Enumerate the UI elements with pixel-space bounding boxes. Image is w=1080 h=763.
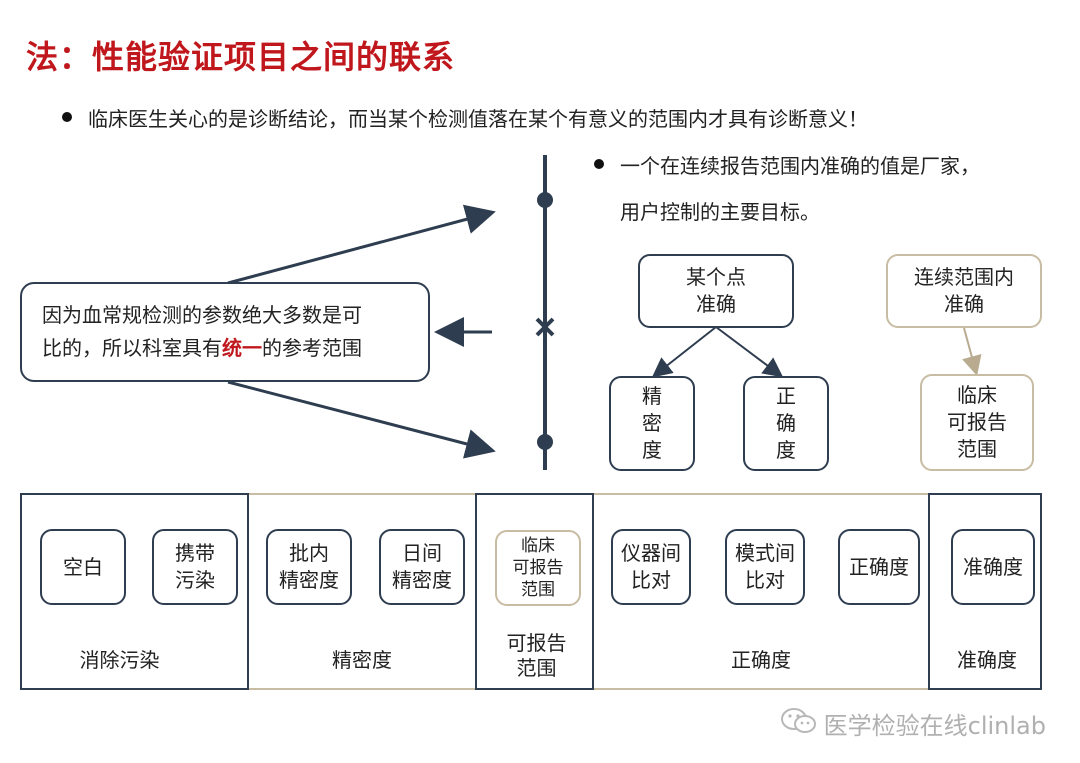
range-accurate-line1: 连续范围内: [914, 265, 1014, 289]
trueness-char: 确: [776, 411, 796, 435]
carryover-line1: 携带: [175, 541, 215, 565]
right-bullet-line1: 一个在连续报告范围内准确的值是厂家，: [620, 154, 980, 178]
day-to-day-line1: 日间: [402, 541, 442, 565]
axis-cross-mark: [535, 317, 555, 337]
blank-box: 空白: [40, 529, 126, 605]
trueness-item-label: 正确度: [849, 555, 909, 579]
arrow-up: [227, 204, 496, 285]
panel-label-line1: 可报告: [506, 631, 567, 655]
range-accurate-box: 连续范围内 准确: [886, 254, 1042, 328]
axis-point-top: [537, 192, 553, 208]
panel-label: 正确度: [731, 648, 791, 672]
bullet-dot: [594, 159, 604, 169]
accuracy-box: 准确度: [951, 529, 1035, 605]
reason-line2-pre: 比的，所以科室具有: [42, 336, 222, 360]
trueness-char: 度: [776, 438, 796, 462]
precision-char: 密: [642, 411, 662, 435]
instrument-line2: 比对: [631, 568, 671, 592]
instrument-comparison-box: 仪器间 比对: [611, 529, 691, 605]
clinical-reportable-range-box: 临床 可报告 范围: [495, 530, 581, 606]
within-run-precision-box: 批内 精密度: [266, 529, 352, 605]
mode-comparison-box: 模式间 比对: [725, 529, 805, 605]
reason-emphasis: 统一: [222, 336, 262, 360]
carryover-box: 携带 污染: [152, 529, 238, 605]
reportable-range-line2: 可报告: [947, 410, 1007, 434]
panel-decontamination: 空白 携带 污染 消除污染: [20, 493, 249, 690]
panel-accuracy: 准确度 准确度: [928, 493, 1042, 690]
panel-reportable-range: 临床 可报告 范围 可报告 范围: [475, 493, 594, 690]
within-run-line2: 精密度: [279, 568, 339, 592]
panel-trueness: 仪器间 比对 模式间 比对 正确度 正确度: [594, 493, 928, 690]
watermark: 医学检验在线clinlab: [780, 706, 1046, 741]
trueness-item-box: 正确度: [838, 529, 920, 605]
arrow-down: [227, 380, 496, 459]
panel-label: 准确度: [957, 648, 1017, 672]
panel-precision: 批内 精密度 日间 精密度 精密度: [249, 493, 475, 690]
wechat-icon: [780, 707, 818, 741]
reportable-range-line1: 临床: [957, 383, 997, 407]
reason-line2: 比的，所以科室具有统一的参考范围: [42, 332, 362, 365]
trueness-char: 正: [776, 384, 796, 408]
precision-char: 精: [642, 384, 662, 408]
within-run-line1: 批内: [289, 541, 329, 565]
page-title: 法：性能验证项目之间的联系: [26, 38, 456, 76]
blank-label: 空白: [63, 555, 103, 579]
crr-line1: 临床: [521, 536, 555, 556]
arrow-to-reportable: [962, 327, 982, 376]
day-to-day-precision-box: 日间 精密度: [379, 529, 465, 605]
precision-char: 度: [642, 438, 662, 462]
reason-line2-post: 的参考范围: [262, 336, 362, 360]
point-accurate-line1: 某个点: [686, 265, 746, 289]
watermark-text: 医学检验在线clinlab: [823, 712, 1046, 740]
panel-label: 消除污染: [79, 648, 160, 672]
precision-box: 精 密 度: [609, 376, 695, 471]
point-accurate-box: 某个点 准确: [638, 254, 794, 328]
reason-box: 因为血常规检测的参数绝大多数是可 比的，所以科室具有统一的参考范围: [20, 282, 430, 382]
crr-line2: 可报告: [512, 558, 564, 578]
reportable-range-line3: 范围: [957, 437, 997, 461]
arrow-to-trueness: [715, 326, 784, 378]
arrow-to-precision: [651, 326, 717, 378]
panel-label-line2: 范围: [516, 656, 557, 680]
panel-label: 可报告 范围: [477, 631, 596, 681]
range-accurate-line2: 准确: [944, 292, 984, 316]
main-bullet-text: 临床医生关心的是诊断结论，而当某个检测值落在某个有意义的范围内才具有诊断意义！: [88, 107, 868, 131]
mode-line2: 比对: [745, 568, 785, 592]
mode-line1: 模式间: [735, 541, 795, 565]
carryover-line2: 污染: [175, 568, 215, 592]
panel-label: 精密度: [332, 648, 392, 672]
reportable-range-box: 临床 可报告 范围: [920, 374, 1034, 471]
trueness-box: 正 确 度: [743, 376, 829, 471]
axis-point-bottom: [537, 434, 553, 450]
point-accurate-line2: 准确: [696, 292, 736, 316]
instrument-line1: 仪器间: [621, 541, 681, 565]
accuracy-label: 准确度: [963, 555, 1023, 579]
reason-line1: 因为血常规检测的参数绝大多数是可: [42, 303, 362, 327]
day-to-day-line2: 精密度: [392, 568, 452, 592]
crr-line3: 范围: [521, 580, 555, 600]
bullet-dot: [62, 112, 72, 122]
right-bullet-line2: 用户控制的主要目标。: [620, 200, 820, 224]
